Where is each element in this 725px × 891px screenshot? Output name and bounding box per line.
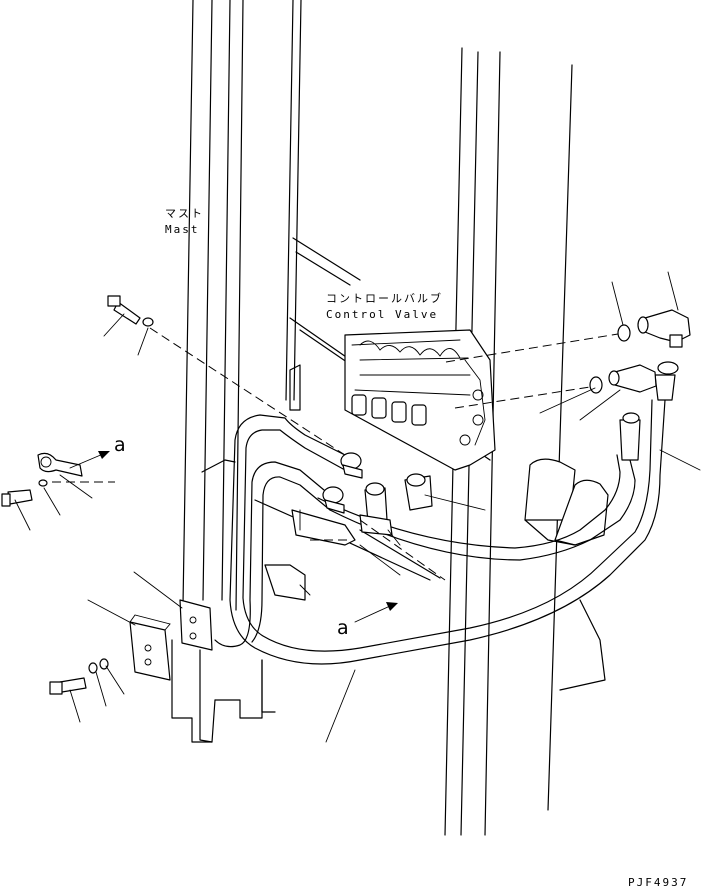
brackets [129,509,356,681]
label-mast-jp: マスト [165,207,204,220]
label-ref-a-lower: a [337,617,349,639]
centre-lines [52,327,619,581]
lift-cylinder-cover [524,458,609,546]
elbow-fittings [589,309,691,394]
labels: マスト Mast コントロールバルブ Control Valve a a PJF… [114,207,688,889]
label-control-valve-en: Control Valve [326,308,438,321]
label-mast-en: Mast [165,223,200,236]
leader-lines [14,271,701,743]
tee-fittings [322,452,433,536]
reference-arrows [69,451,398,623]
label-ref-a-upper: a [114,434,126,456]
control-valve [289,329,496,471]
mast [171,0,302,743]
drawing-code: PJF4937 [628,876,688,889]
hydraulic-hoses [214,361,679,665]
o-ring-upper [617,324,631,342]
clamp-and-bolts [1,295,154,695]
label-control-valve-jp: コントロールバルブ [326,291,443,305]
o-ring-lower [589,376,603,394]
